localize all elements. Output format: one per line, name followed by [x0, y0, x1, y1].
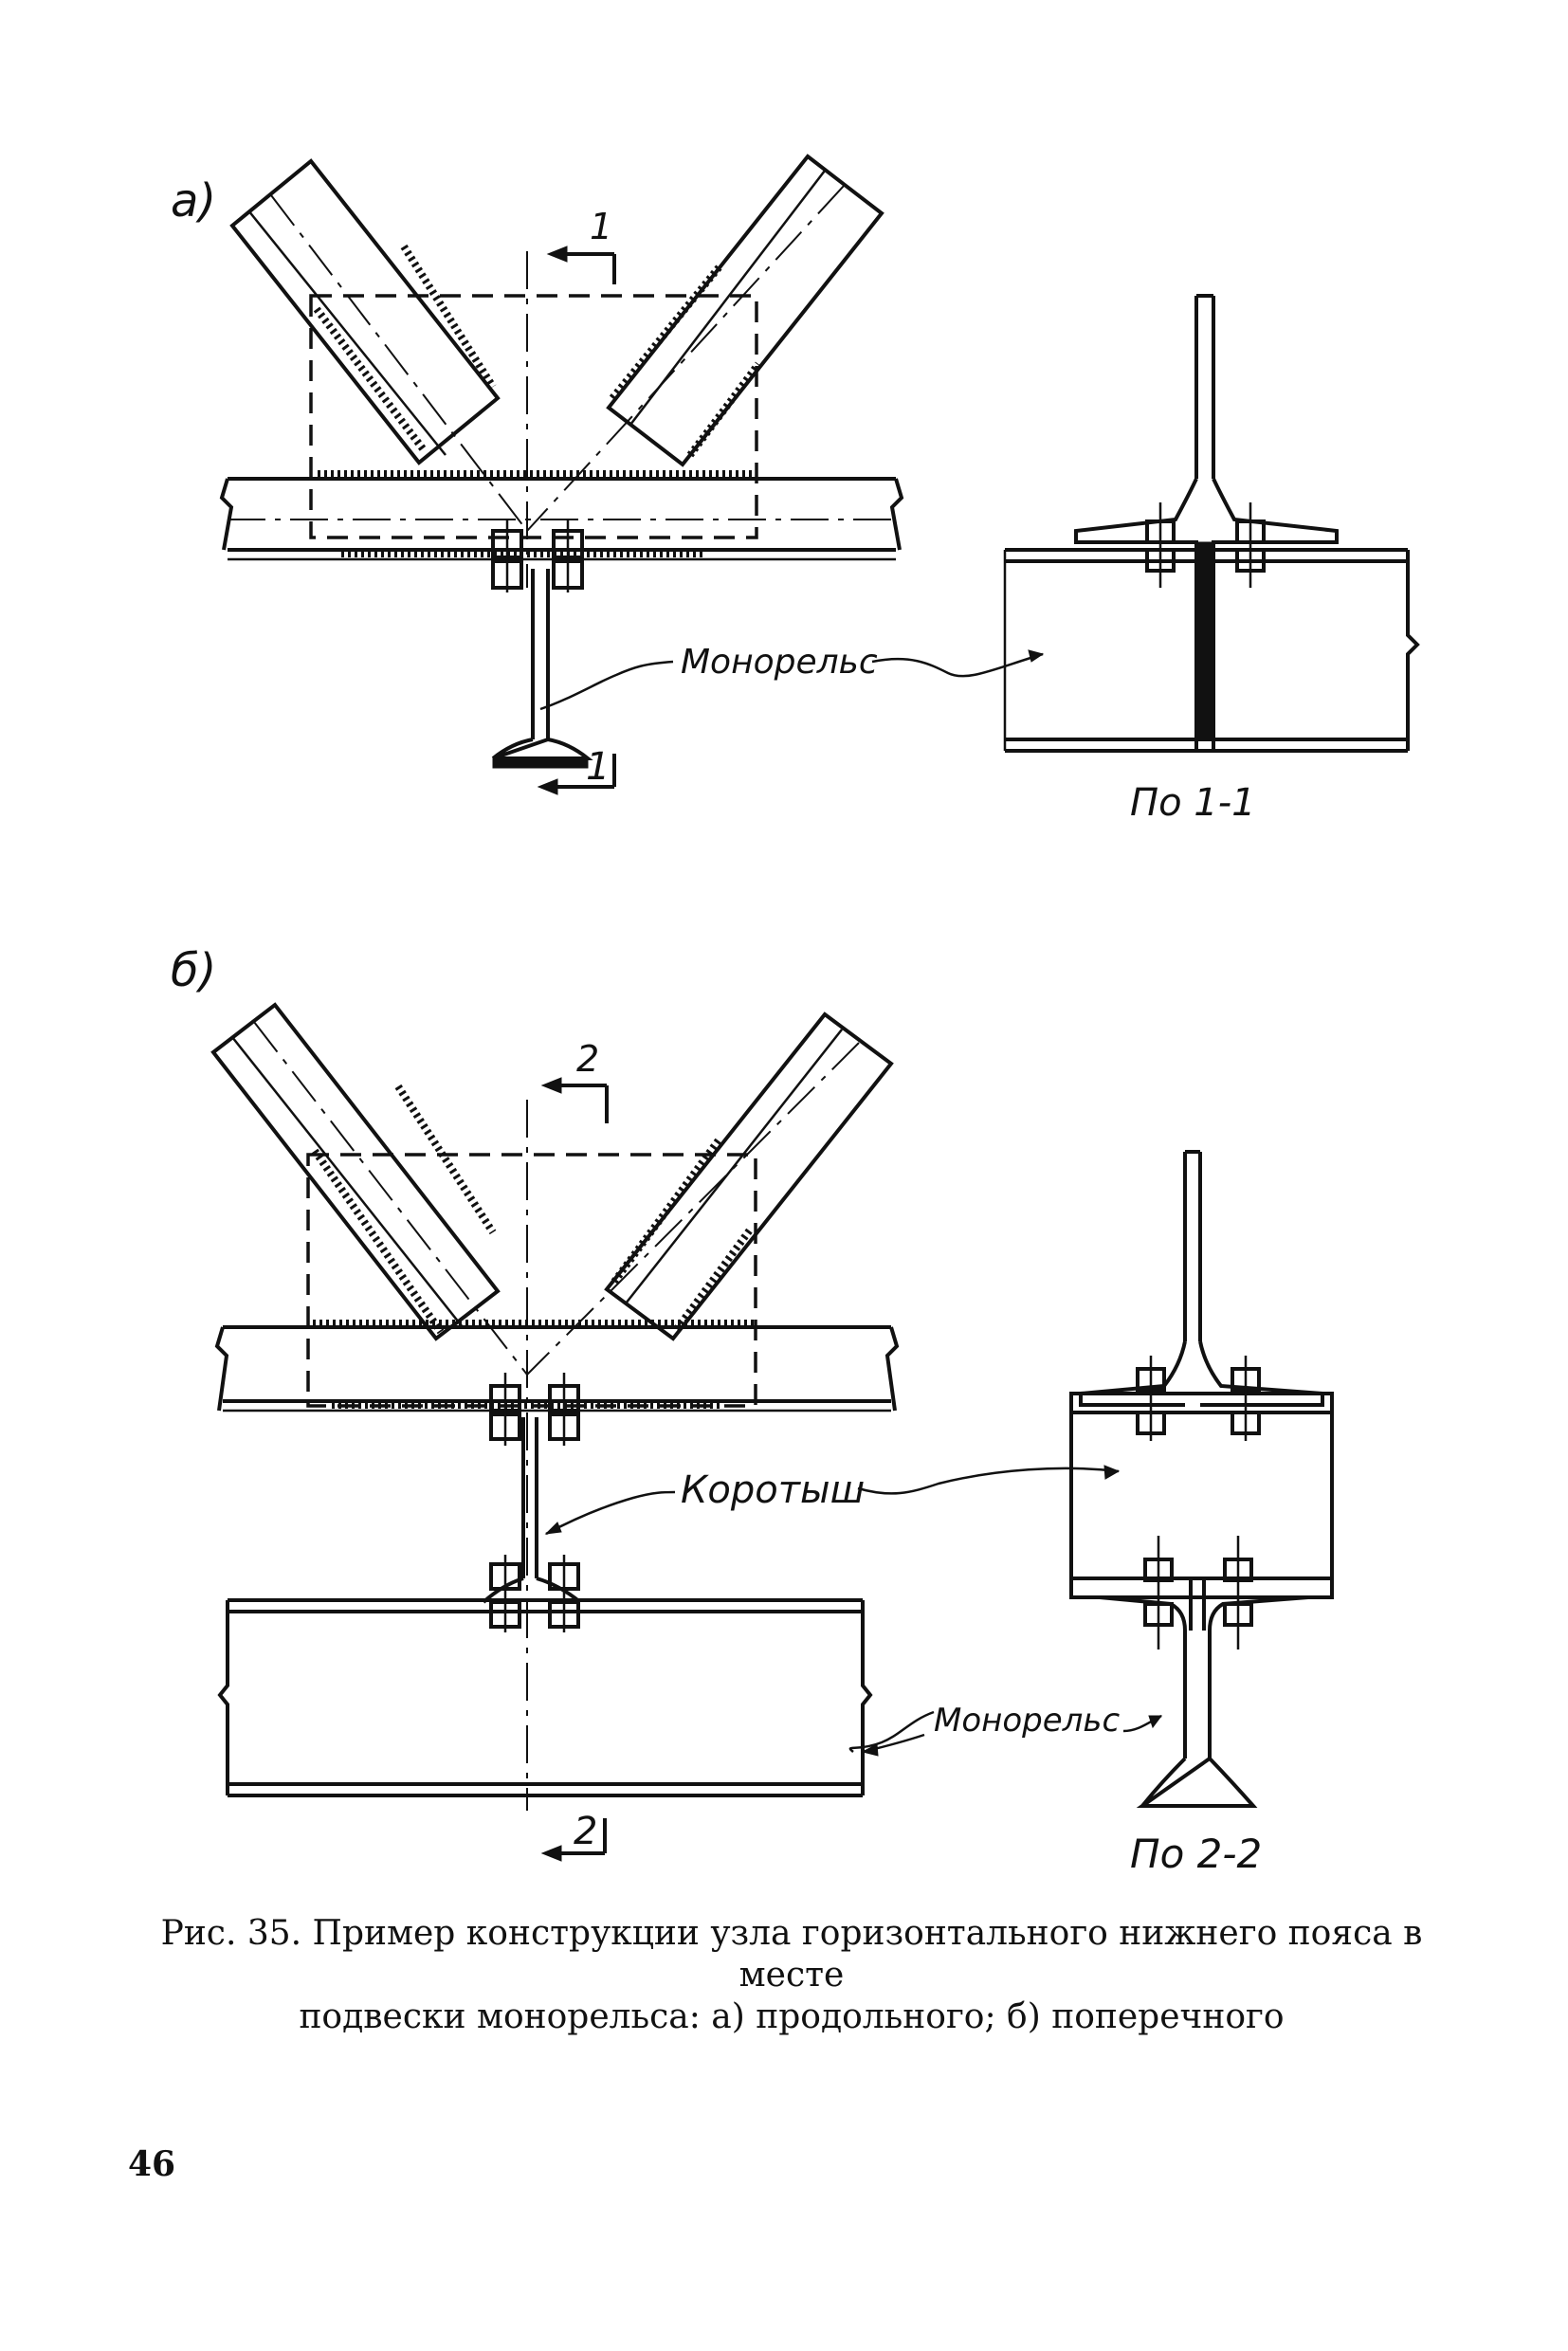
section-2-2 [1069, 1150, 1334, 1808]
callout-leader-a-right [871, 652, 1044, 678]
callout-leader-stub-right [857, 1467, 1120, 1495]
section-1-1-title: По 1-1 [1130, 781, 1256, 825]
figure-caption: Рис. 35. Пример конструкции узла горизон… [123, 1913, 1460, 2038]
gusset-plate-a [309, 294, 758, 539]
stub-b [482, 1417, 582, 1604]
monorail-beam-a [491, 569, 593, 769]
section-mark-1-top-label: 1 [590, 206, 612, 247]
bolts-b-top [489, 1373, 580, 1446]
figure-a-elevation [219, 154, 1045, 795]
section-marker-1-bottom [537, 754, 616, 795]
figure-b-elevation [210, 1002, 1162, 1862]
bottom-chord-b [214, 1320, 900, 1412]
figure-b-label: б) [171, 944, 216, 997]
monorail-beam-b [217, 1598, 873, 1797]
callout-monorail-b: Монорельс [934, 1702, 1120, 1740]
callout-leader-rail-b [848, 1710, 935, 1753]
caption-line-1: Рис. 35. Пример конструкции узла горизон… [160, 1914, 1423, 1995]
section-mark-1-bottom-label: 1 [586, 745, 610, 789]
callout-leader-stub [545, 1490, 676, 1536]
section-mark-2-bottom-label: 2 [574, 1810, 597, 1853]
section-2-2-title: По 2-2 [1130, 1831, 1262, 1877]
section-mark-2-top-label: 2 [576, 1038, 599, 1080]
gusset-plate-b [306, 1153, 757, 1408]
callout-monorail-a: Монорельс [681, 643, 878, 682]
right-diagonal-brace-a [526, 154, 884, 532]
page-number: 46 [128, 2144, 176, 2184]
left-diagonal-brace-b [210, 1002, 528, 1376]
section-marker-1-top [546, 246, 616, 284]
figure-a-label: а) [171, 174, 216, 228]
section-1-1 [1003, 294, 1420, 753]
right-diagonal-brace-b [526, 1011, 894, 1376]
bottom-chord-a [219, 470, 904, 561]
section-marker-2-top [540, 1077, 609, 1123]
section-marker-2-bottom [540, 1818, 607, 1862]
callout-leader-a [539, 660, 674, 711]
callout-stub: Коротыш [681, 1468, 865, 1512]
left-diagonal-brace-a [229, 158, 528, 532]
caption-line-2: подвески монорельса: а) продольного; б) … [299, 1997, 1285, 2036]
bolts-a [491, 519, 584, 592]
